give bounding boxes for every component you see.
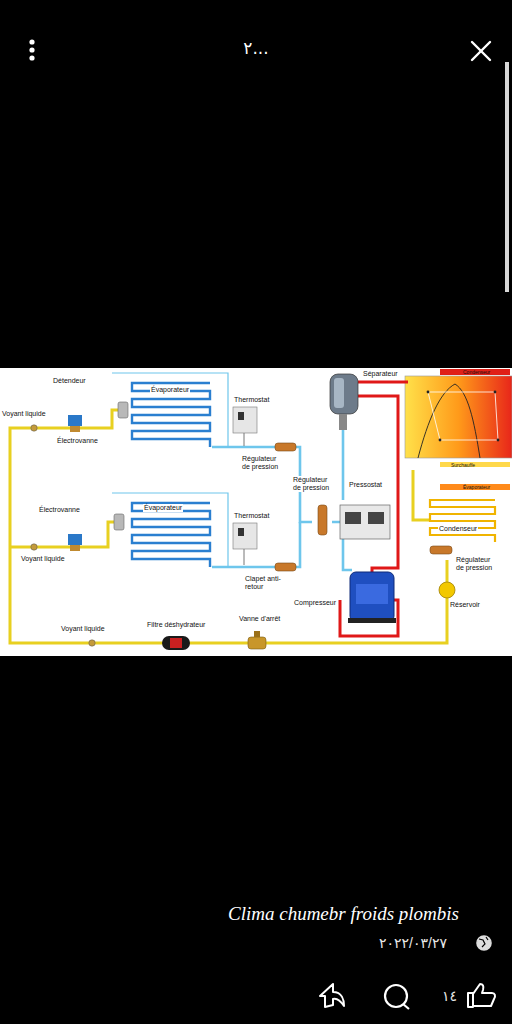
part-label: Filtre déshydrateur bbox=[146, 621, 206, 629]
cycle-line bbox=[428, 392, 498, 440]
part-label: Surchauffe bbox=[450, 462, 476, 468]
globe-icon bbox=[477, 936, 491, 950]
saturation-curve bbox=[418, 384, 480, 458]
part-label: Compresseur bbox=[293, 599, 337, 607]
solenoid-valve bbox=[68, 415, 82, 551]
part-label: Séparateur bbox=[362, 370, 399, 378]
part-label: Détendeur bbox=[52, 377, 87, 385]
comment-icon bbox=[385, 985, 409, 1009]
picture-ground bbox=[0, 368, 512, 656]
discharge-line bbox=[340, 382, 408, 636]
evaporator-coil bbox=[132, 383, 210, 447]
part-label: Voyant liquide bbox=[60, 625, 106, 633]
part-label: Régulateur de pression bbox=[241, 455, 285, 471]
evaporator-coil bbox=[132, 503, 210, 567]
scrollbar bbox=[505, 62, 509, 292]
pressure-regulator bbox=[275, 443, 452, 554]
expansion-valve bbox=[114, 402, 128, 530]
check-valve bbox=[275, 563, 296, 571]
filter-drier bbox=[162, 636, 190, 650]
compressor bbox=[348, 572, 396, 623]
shutoff-valve bbox=[248, 631, 266, 649]
receiver bbox=[439, 582, 455, 598]
separator bbox=[330, 374, 358, 430]
part-label: Électrovanne bbox=[38, 506, 81, 514]
part-label: Voyant liquide bbox=[20, 555, 66, 563]
part-label: Évaporateur bbox=[150, 386, 190, 394]
evaporator-bar bbox=[440, 484, 510, 490]
post-meta: ١٤ bbox=[441, 987, 458, 1005]
part-label: Condenseur bbox=[462, 369, 491, 375]
part-label: Pressostat bbox=[348, 481, 383, 489]
part-label: Régulateur de pression bbox=[292, 476, 334, 492]
part-label: Évaporateur bbox=[143, 504, 183, 512]
like-icon bbox=[468, 984, 495, 1007]
thermostat-box bbox=[233, 407, 257, 565]
share-icon bbox=[320, 984, 344, 1007]
ph-chart bbox=[405, 376, 512, 458]
page-title: ٢... bbox=[0, 38, 512, 58]
part-label: Clapet anti-retour bbox=[244, 575, 282, 591]
superheat-bar bbox=[440, 462, 510, 467]
part-label: Électrovanne bbox=[56, 437, 99, 445]
part-label: Régulateur de pression bbox=[455, 556, 497, 572]
part-label: Voyant liquide bbox=[1, 410, 47, 418]
part-label: Évaporateur bbox=[462, 484, 491, 490]
pressure-switch bbox=[340, 505, 390, 539]
condenser-bar bbox=[440, 369, 510, 375]
menu-dots bbox=[29, 39, 34, 60]
close-icon bbox=[472, 42, 490, 60]
post-meta: ٢٠٢٢/٠٣/٢٧ bbox=[378, 934, 448, 952]
part-label: Vanne d'arrêt bbox=[238, 615, 281, 623]
suction-line bbox=[112, 373, 352, 570]
part-label: Thermostat bbox=[233, 396, 270, 404]
post-caption: Clima chumebr froids plombis bbox=[228, 903, 459, 925]
condenser-coil bbox=[430, 500, 495, 542]
part-label: Thermostat bbox=[233, 512, 270, 520]
part-label: Condenseur bbox=[438, 525, 478, 533]
sight-glass bbox=[31, 425, 95, 646]
part-label: Réservoir bbox=[449, 601, 481, 609]
